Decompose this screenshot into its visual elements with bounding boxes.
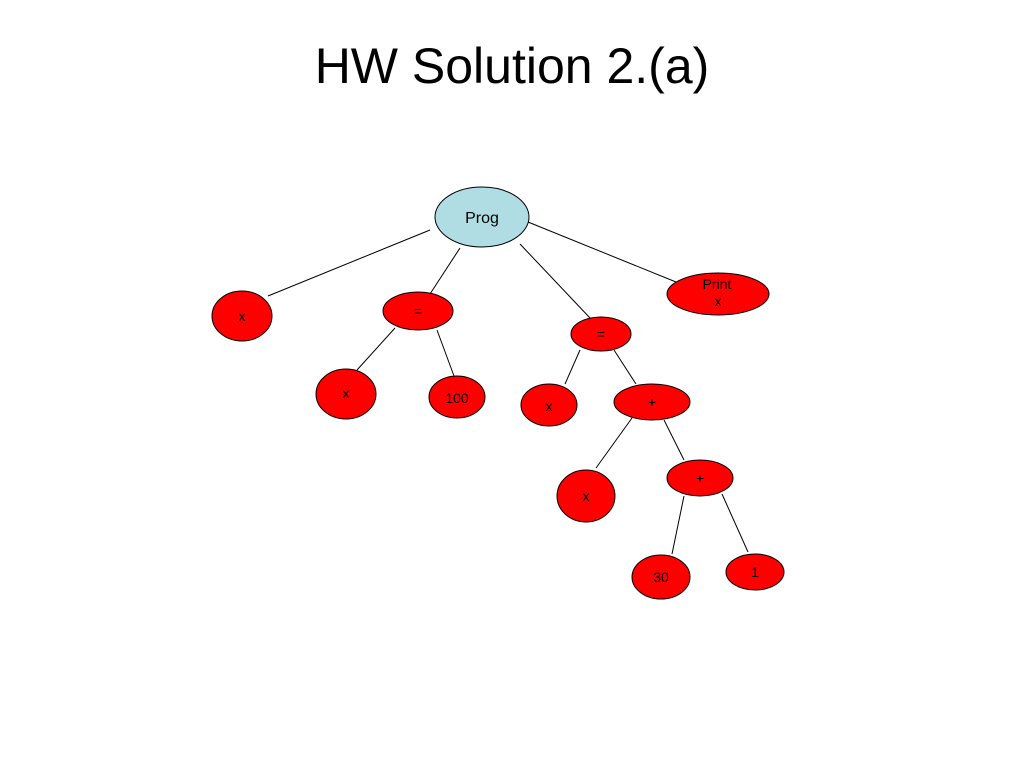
- tree-node-assign1-x-shape: [315, 368, 377, 420]
- tree-node-1-label: 1: [751, 564, 759, 580]
- tree-node-plus1-x-shape: [556, 469, 616, 523]
- tree-node-x-shape: [211, 290, 273, 342]
- edge-prog-assign2: [519, 243, 591, 319]
- tree-node-plus2: +: [666, 459, 734, 497]
- tree-node-prog-shape: [434, 186, 530, 248]
- tree-node-assign1: =: [382, 291, 454, 331]
- tree-node-assign2-label: =: [597, 326, 605, 342]
- tree-node-print-label: Print: [703, 276, 732, 292]
- tree-node-print: Print x: [666, 272, 770, 316]
- edge-assign2-plus1: [613, 349, 637, 385]
- edge-assign1-100: [436, 329, 455, 377]
- tree-node-plus2-shape: [666, 459, 734, 497]
- tree-node-30-shape: [631, 554, 691, 600]
- tree-node-assign2: =: [570, 316, 632, 352]
- tree-node-1: 1: [725, 553, 785, 591]
- tree-node-assign2-x-label: x: [546, 398, 553, 414]
- tree-node-assign1-label: =: [414, 303, 422, 319]
- tree-node-prog-label: Prog: [465, 210, 499, 227]
- tree-node-assign1-x: x: [315, 368, 377, 420]
- tree-node-assign2-x: x: [520, 383, 578, 427]
- tree-node-30-label: 30: [653, 569, 669, 585]
- tree-node-assign1-100: 100: [428, 375, 486, 419]
- edge-assign1-x: [356, 327, 396, 371]
- tree-node-plus2-label: +: [696, 470, 704, 486]
- tree-node-assign1-100-shape: [428, 375, 486, 419]
- tree-node-plus1-x-label: x: [583, 488, 590, 504]
- edge-prog-x: [267, 229, 431, 297]
- tree-node-assign1-100-label: 100: [445, 390, 469, 406]
- edge-assign2-x: [564, 349, 581, 385]
- tree-node-plus1-shape: [613, 383, 691, 421]
- tree-node-assign2-x-shape: [520, 383, 578, 427]
- tree-node-x-label: x: [239, 308, 246, 324]
- tree-node-print-shape: [666, 272, 770, 316]
- tree-node-assign1-shape: [382, 291, 454, 331]
- tree-node-30: 30: [631, 554, 691, 600]
- tree-node-assign2-shape: [570, 316, 632, 352]
- tree-node-print-arg-label: x: [715, 293, 722, 309]
- slide-title: HW Solution 2.(a): [314, 38, 710, 94]
- tree-node-plus1-label: +: [648, 394, 656, 410]
- tree-node-x: x: [211, 290, 273, 342]
- tree-node-assign1-x-label: x: [343, 385, 350, 401]
- edge-prog-print: [527, 221, 677, 283]
- tree-node-1-shape: [725, 553, 785, 591]
- tree-node-plus1: +: [613, 383, 691, 421]
- tree-node-plus1-x: x: [556, 469, 616, 523]
- edge-plus1-x: [595, 417, 633, 469]
- tree-edges: [267, 221, 749, 555]
- tree-node-prog: Prog: [434, 186, 530, 248]
- edge-plus1-plus2: [663, 419, 685, 461]
- edge-plus2-1: [721, 493, 749, 553]
- edge-plus2-30: [671, 495, 685, 555]
- edge-prog-assign1: [429, 247, 461, 295]
